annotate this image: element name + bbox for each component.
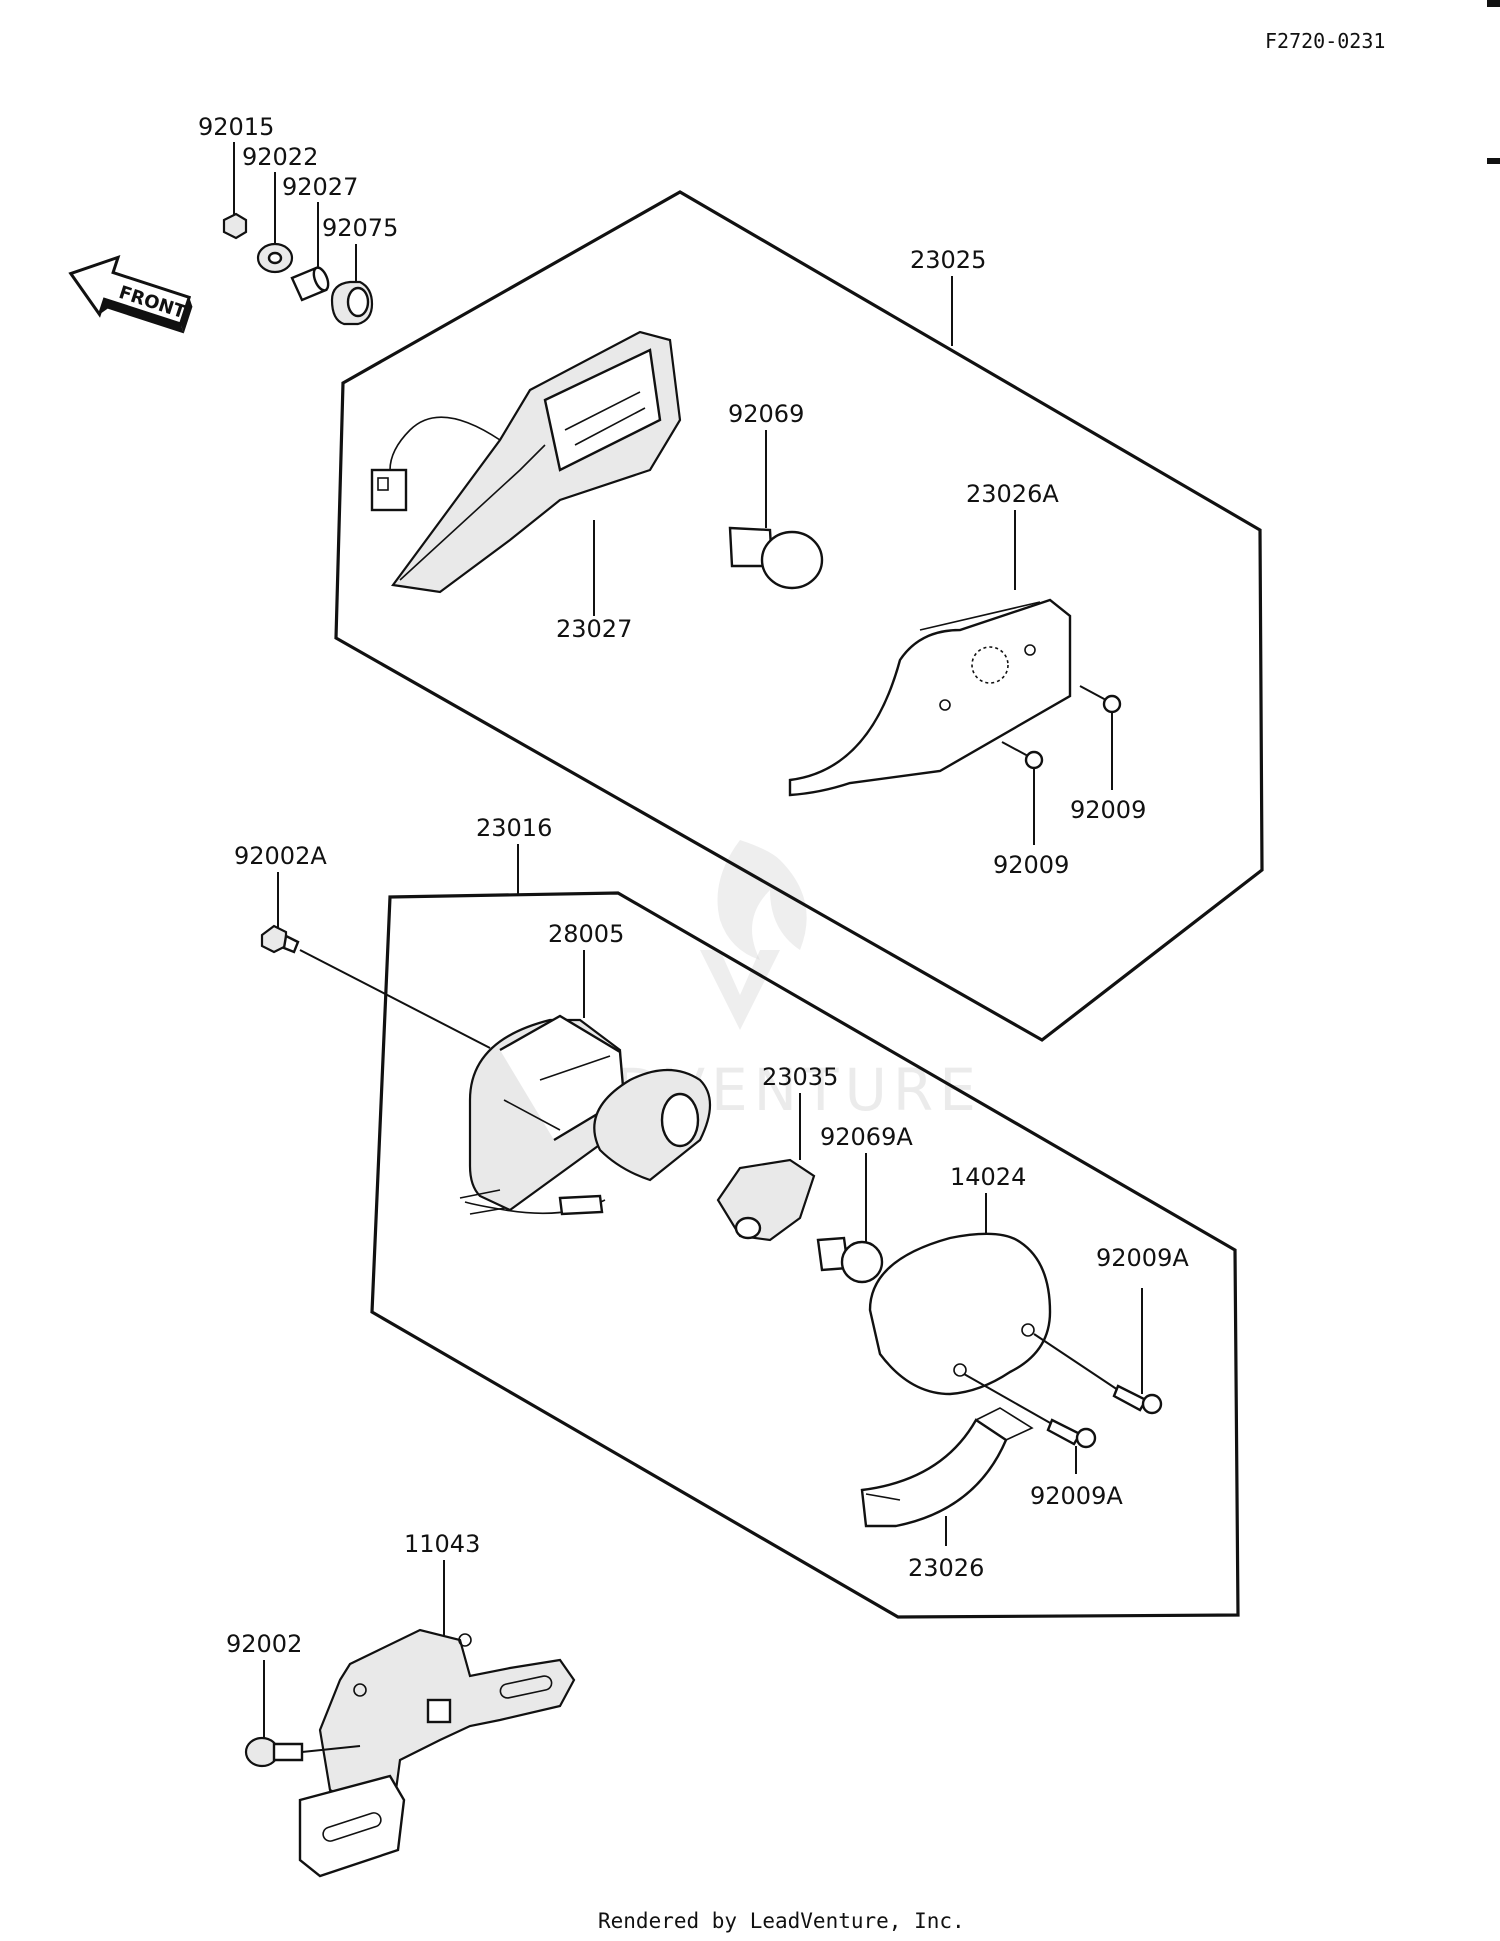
footer-credit: Rendered by LeadVenture, Inc.	[598, 1909, 965, 1933]
cover-body-14024	[868, 1232, 1052, 1396]
lens-hole-b-23026A	[939, 699, 951, 711]
screw-head-92009-upper	[1102, 694, 1122, 714]
housing-window-23027	[543, 348, 662, 472]
lens-hole-a-23026A	[1024, 644, 1036, 656]
connector-pin-icon	[377, 477, 389, 491]
wire-sleeve	[558, 1194, 604, 1216]
bulb-92069	[728, 526, 824, 590]
wire-terminals	[459, 1189, 506, 1215]
bracket-tab-11043	[426, 1698, 452, 1724]
socket-hole	[660, 1092, 700, 1148]
bulb-glass-92069A	[840, 1240, 884, 1284]
bracket-plate-11043	[298, 1774, 406, 1878]
nut-92015	[222, 212, 248, 240]
lens-edge-23026A	[919, 601, 1041, 631]
label-11043: 11043	[404, 1530, 480, 1558]
connector-icon	[370, 468, 408, 512]
screw-92009-lower	[1001, 741, 1044, 770]
housing-edge-23027	[399, 444, 546, 581]
screw-shank-92009-lower	[1001, 741, 1029, 757]
lens-pattern-23026A	[971, 646, 1009, 684]
edge-mark-middle	[1487, 158, 1500, 164]
label-92075: 92075	[322, 214, 398, 242]
screw-head-92009A-lower	[1075, 1427, 1097, 1449]
label-92009-lower: 92009	[993, 851, 1069, 879]
bracket-11043	[298, 1628, 576, 1878]
hardware-stack: 92015 92022 92027 92075	[198, 113, 398, 326]
bracket-hole-b-11043	[458, 1633, 472, 1647]
lens-body-23026A	[788, 598, 1072, 797]
label-23027: 23027	[556, 615, 632, 643]
label-92009-upper: 92009	[1070, 796, 1146, 824]
lens-23026	[860, 1407, 1034, 1528]
label-23035: 23035	[762, 1063, 838, 1091]
bolt-shank-92002A	[282, 934, 300, 954]
leader-screw-path-92009A-lower	[963, 1373, 1053, 1425]
bracket-slot-upper-11043	[499, 1675, 553, 1699]
label-92009A-lower: 92009A	[1030, 1482, 1123, 1510]
lens-body-23026	[860, 1418, 1008, 1528]
bolt-92002	[244, 1736, 304, 1768]
clip-body-23035	[716, 1158, 816, 1242]
label-23026A: 23026A	[966, 480, 1059, 508]
screw-shank-92009A-upper	[1112, 1384, 1148, 1412]
bulb-glass-92069	[760, 530, 824, 590]
edge-mark-top	[1487, 0, 1500, 7]
socket-assembly	[459, 1069, 711, 1216]
screw-92009A-upper	[1112, 1384, 1163, 1415]
clip-ring-23035	[734, 1216, 762, 1240]
assembly-box-23025	[334, 190, 1264, 1042]
label-92002A: 92002A	[234, 842, 327, 870]
label-92002: 92002	[226, 1630, 302, 1658]
leader-bolt-path-92002A	[299, 949, 491, 1049]
housing-ribs-23027	[564, 391, 646, 446]
cover-hole-a-14024	[953, 1363, 967, 1377]
bulb-92069A	[816, 1236, 884, 1284]
washer-hole-92022	[267, 251, 283, 265]
label-23026: 23026	[908, 1554, 984, 1582]
watermark-flame-icon	[717, 840, 807, 960]
grommet-face-92075	[346, 286, 370, 318]
label-23016: 23016	[476, 814, 552, 842]
reflector-housing-23027	[370, 330, 682, 594]
label-92015: 92015	[198, 113, 274, 141]
leader-screw-path-92009A-upper	[1033, 1333, 1119, 1391]
base-posts-28005	[503, 1055, 611, 1131]
label-92069: 92069	[728, 400, 804, 428]
lamp-base-28005	[468, 1014, 626, 1212]
leader-bolt-path-92002	[301, 1745, 361, 1753]
watermark-v-icon	[700, 950, 780, 1030]
screw-head-92009-lower	[1024, 750, 1044, 770]
bolt-92002A	[260, 924, 300, 954]
bolt-head-92002A	[260, 924, 288, 954]
label-92009A-upper: 92009A	[1096, 1244, 1189, 1272]
lens-23026A	[788, 598, 1072, 797]
assembly-box-23016	[370, 891, 1240, 1619]
label-23025: 23025	[910, 246, 986, 274]
label-28005: 28005	[548, 920, 624, 948]
screw-head-92009A-upper	[1141, 1393, 1163, 1415]
bracket-hole-a-11043	[353, 1683, 367, 1697]
screw-shank-92009A-lower	[1046, 1418, 1082, 1446]
label-92027: 92027	[282, 173, 358, 201]
screw-92009A-lower	[1046, 1418, 1097, 1449]
lens-edge-23026	[865, 1407, 1034, 1501]
label-14024: 14024	[950, 1163, 1026, 1191]
label-92022: 92022	[242, 143, 318, 171]
screw-shank-92009-upper	[1079, 685, 1107, 701]
lens-cover-14024	[868, 1232, 1052, 1396]
clip-23035	[716, 1158, 816, 1242]
screw-92009-upper	[1079, 685, 1122, 714]
label-92069A: 92069A	[820, 1123, 913, 1151]
drawing-code: F2720-0231	[1265, 29, 1385, 53]
collar-end-92027	[312, 266, 330, 292]
bracket-slot-lower-11043	[322, 1812, 382, 1842]
front-arrow-icon: FRONT	[68, 254, 193, 334]
bolt-shank-92002	[272, 1742, 304, 1762]
housing-wire-23027	[389, 416, 501, 471]
cover-hole-b-14024	[1021, 1323, 1035, 1337]
